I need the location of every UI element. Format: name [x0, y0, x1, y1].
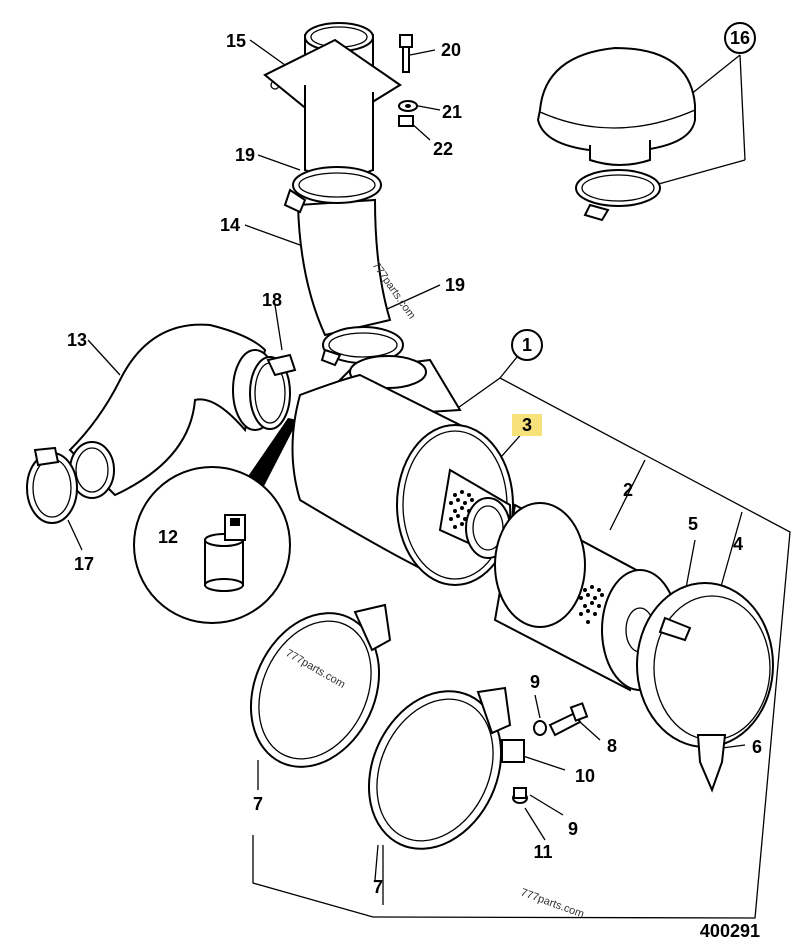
- callout-circle-1: [511, 329, 543, 361]
- callout-21: 21: [442, 102, 462, 122]
- hardware-bottom: [501, 702, 589, 804]
- callout-8: 8: [607, 736, 617, 756]
- flange-pipe: [263, 22, 402, 179]
- callout-19b: 19: [445, 275, 465, 295]
- callout-12: 12: [158, 527, 178, 547]
- callout-6: 6: [752, 737, 762, 757]
- callout-3: 3: [522, 415, 532, 435]
- hose-elbow: [283, 166, 404, 367]
- watermark-3: 777parts.com: [519, 887, 586, 921]
- mounting-bands: [249, 603, 512, 850]
- sensor-detail: [133, 418, 298, 624]
- callout-18: 18: [262, 290, 282, 310]
- callout-19a: 19: [235, 145, 255, 165]
- callout-5: 5: [688, 514, 698, 534]
- callout-14: 14: [220, 215, 240, 235]
- callout-13: 13: [67, 330, 87, 350]
- callout-7a: 7: [253, 794, 263, 814]
- diagram-number: 400291: [700, 921, 760, 941]
- callout-9b: 9: [568, 819, 578, 839]
- callout-10: 10: [575, 766, 595, 786]
- callout-17: 17: [74, 554, 94, 574]
- callout-7b: 7: [373, 877, 383, 897]
- callout-22: 22: [433, 139, 453, 159]
- callout-9a: 9: [530, 672, 540, 692]
- callout-circle-16: [724, 22, 756, 54]
- leader-lines: [67, 39, 791, 919]
- callout-1: 1: [522, 335, 532, 355]
- callout-16: 16: [730, 28, 750, 48]
- hose-clamp: [26, 446, 78, 524]
- callout-15: 15: [226, 31, 246, 51]
- callout-20: 20: [441, 40, 461, 60]
- highlight-3: [512, 414, 542, 436]
- intake-elbow: [68, 323, 297, 499]
- callout-4: 4: [733, 534, 743, 554]
- rain-cap: [536, 46, 696, 222]
- end-cover: [636, 582, 774, 793]
- filter-housing: [291, 355, 514, 586]
- callout-2: 2: [623, 480, 633, 500]
- hardware-top: [398, 34, 418, 127]
- callout-11: 11: [533, 842, 552, 862]
